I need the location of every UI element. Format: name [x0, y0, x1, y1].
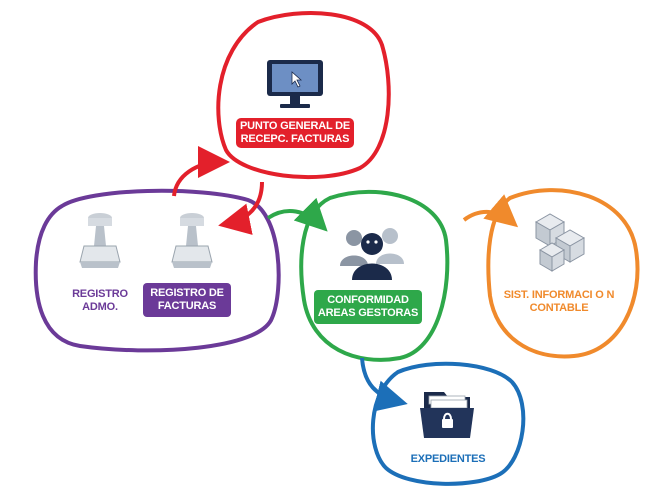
punto-general-label: PUNTO GENERAL DE RECEPC. FACTURAS [236, 118, 354, 148]
registro-facturas-line2: FACTURAS [157, 300, 217, 312]
punto-general-box [236, 118, 354, 148]
arrow-to-conformidad [266, 197, 328, 232]
sist-informacion-line2: CONTABLE [529, 302, 589, 314]
punto-general-line2: RECEPC. FACTURAS [240, 133, 350, 145]
arrow-to-sist [462, 194, 519, 228]
user-group-icon [340, 228, 404, 280]
registro-facturas-line1: REGISTRO DE [150, 287, 224, 299]
registro-facturas-label: REGISTRO DE FACTURAS [143, 283, 231, 317]
conformidad-line2: AREAS GESTORAS [317, 307, 419, 319]
sist-informacion-label: SIST. INFORMACI O N CONTABLE [494, 289, 624, 315]
arrow-registro-to-punto [172, 146, 230, 197]
locked-folder-icon [420, 392, 474, 438]
red-loop [216, 11, 391, 180]
conformidad-line1: CONFORMIDAD [327, 294, 409, 306]
arrow-to-expedientes [360, 357, 408, 412]
conformidad-box [314, 290, 422, 324]
registro-admo-line1: REGISTRO [72, 288, 128, 300]
expedientes-label: EXPEDIENTES [400, 453, 496, 466]
stamp-icon [79, 213, 121, 268]
registro-admo-line2: ADMO. [82, 301, 118, 313]
stamp-icon [171, 213, 213, 268]
green-loop [299, 189, 450, 362]
expedientes-line1: EXPEDIENTES [410, 453, 486, 465]
orange-loop [486, 188, 640, 359]
purple-loop [33, 188, 281, 353]
registro-admo-label: REGISTRO ADMO. [66, 288, 134, 314]
arrow-punto-to-registro [218, 181, 264, 235]
cubes-icon [534, 213, 586, 272]
blue-loop [370, 361, 526, 486]
punto-general-line1: PUNTO GENERAL DE [239, 120, 351, 132]
conformidad-label: CONFORMIDAD AREAS GESTORAS [314, 290, 422, 324]
registro-facturas-box [143, 283, 231, 317]
monitor-click-icon [267, 60, 323, 108]
sist-informacion-line1: SIST. INFORMACI O N [503, 289, 615, 301]
